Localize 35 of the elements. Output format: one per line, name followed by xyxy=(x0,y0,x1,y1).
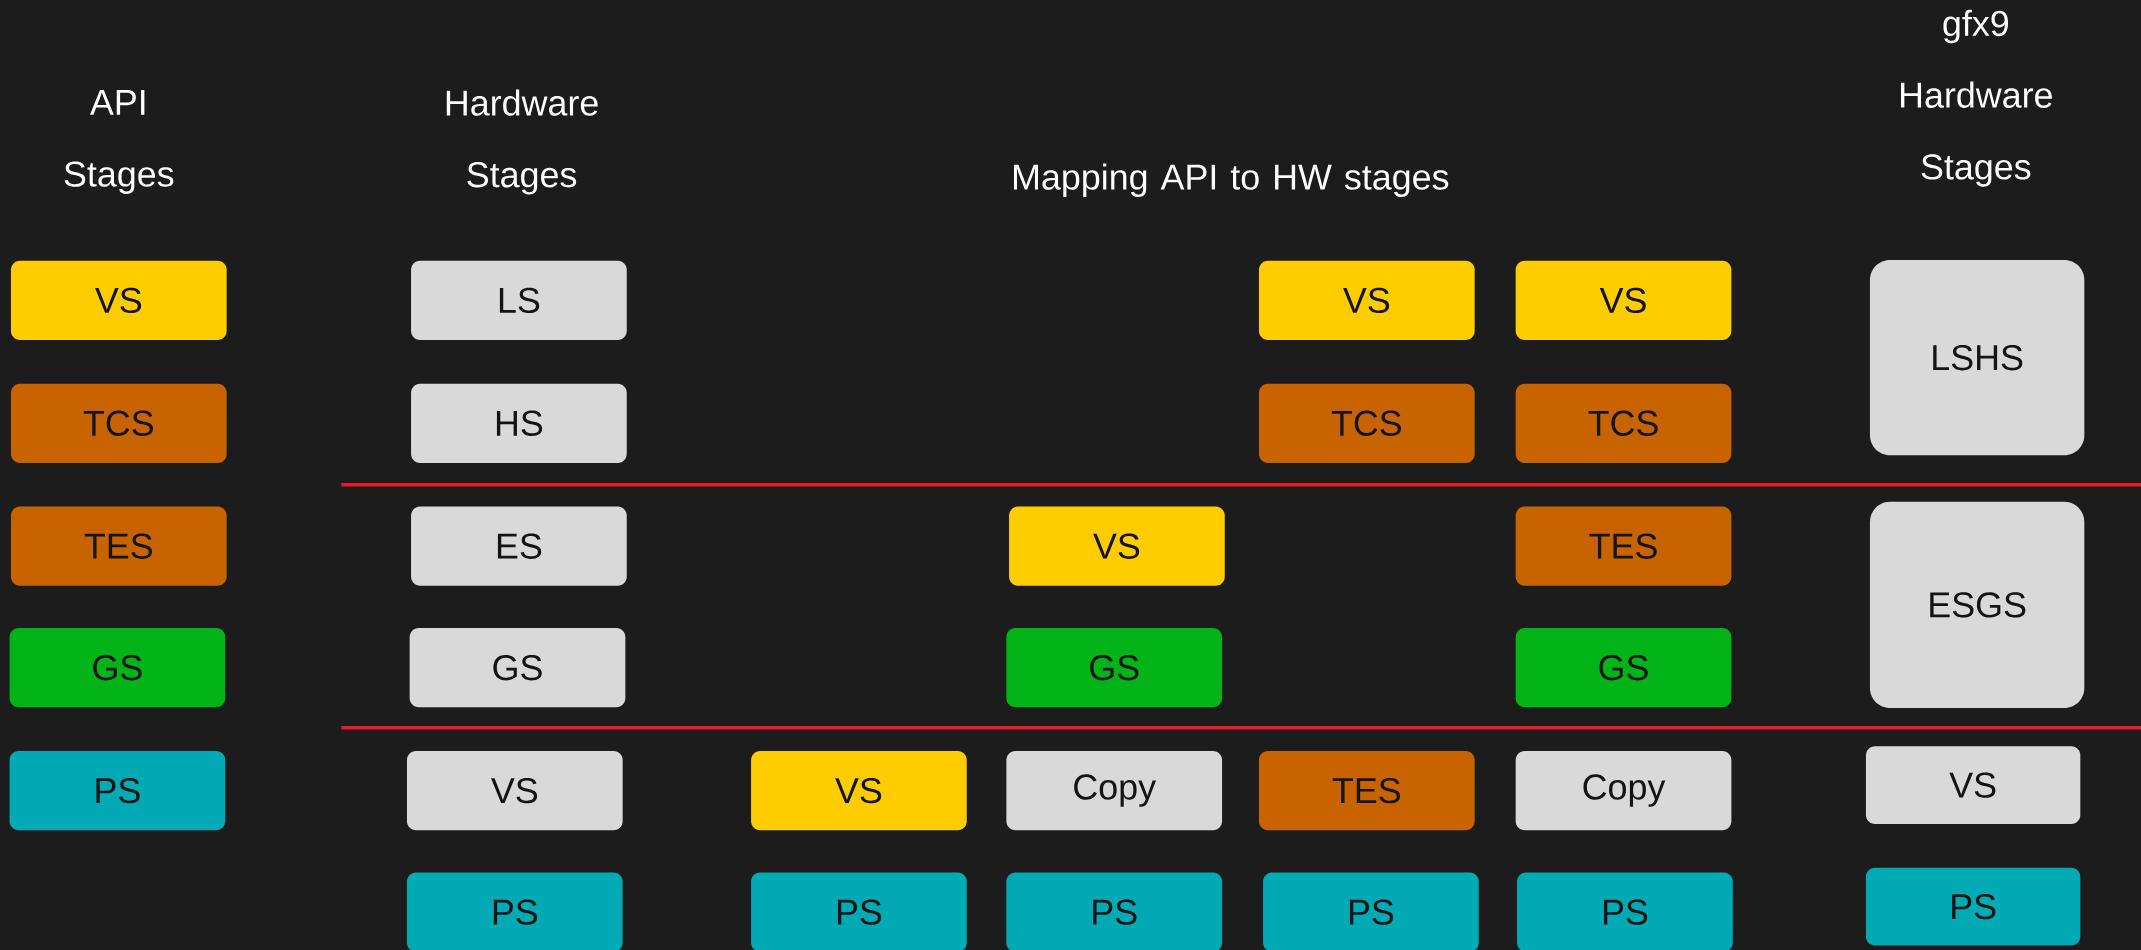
stage-box: PS xyxy=(1263,872,1479,950)
stage-box: HS xyxy=(411,383,627,463)
stage-box: GS xyxy=(409,628,626,708)
stage-box: TES xyxy=(10,506,227,586)
stage-box: ES xyxy=(411,506,627,586)
stage-box: VS xyxy=(1515,260,1732,340)
stage-box: GS xyxy=(1515,628,1732,708)
stage-box: TCS xyxy=(10,383,227,463)
stage-box: ESGS xyxy=(1869,501,2085,708)
stage-box: VS xyxy=(1009,506,1225,586)
stage-box: Copy xyxy=(1515,751,1732,831)
stage-box: VS xyxy=(10,260,227,340)
heading: gfx9 Hardware Stages xyxy=(1901,9,2052,187)
stage-box: GS xyxy=(9,628,226,708)
stage-box: PS xyxy=(1865,867,2081,946)
stage-box: VS xyxy=(1865,746,2081,824)
stage-box: PS xyxy=(406,872,623,950)
stage-box: PS xyxy=(9,751,226,831)
heading: API Stages xyxy=(64,90,174,194)
stage-box: TES xyxy=(1258,751,1475,831)
stage-box: TES xyxy=(1515,506,1732,586)
stage-box: VS xyxy=(406,751,623,831)
stage-box: LSHS xyxy=(1869,260,2085,456)
stage-box: TCS xyxy=(1515,383,1732,463)
stage-box: PS xyxy=(1517,872,1733,950)
stage-box: PS xyxy=(1006,872,1223,950)
stage-box: PS xyxy=(751,872,967,950)
stage-box: TCS xyxy=(1258,383,1475,463)
stage-box: VS xyxy=(751,751,967,831)
stage-box: LS xyxy=(411,260,627,340)
heading: Mapping API to HW stages xyxy=(1014,163,1449,197)
stage-box: Copy xyxy=(1006,751,1223,831)
stage-box: VS xyxy=(1258,260,1475,340)
heading: Hardware Stages xyxy=(446,89,598,195)
stage-box: GS xyxy=(1006,628,1223,708)
